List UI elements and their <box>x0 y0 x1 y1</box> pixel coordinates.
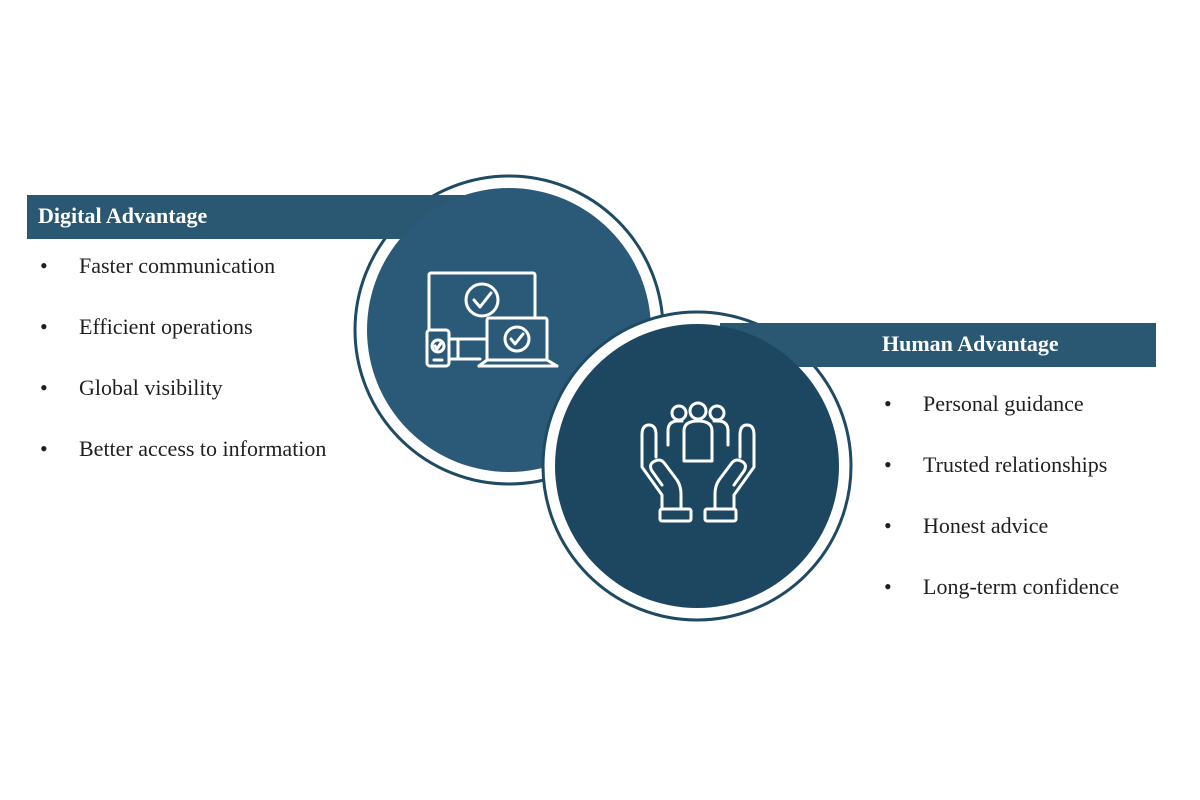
list-item: • Global visibility <box>27 373 327 403</box>
list-item: • Honest advice <box>871 511 1191 541</box>
human-item-text: Honest advice <box>923 513 1049 538</box>
list-item: • Trusted relationships <box>871 450 1191 480</box>
bullet-dot: • <box>884 574 892 599</box>
list-item: • Faster communication <box>27 251 327 281</box>
bullet-dot: • <box>884 391 892 416</box>
list-item: • Personal guidance <box>871 389 1191 419</box>
hands-people-icon <box>640 401 756 523</box>
human-item-text: Trusted relationships <box>923 452 1108 477</box>
digital-title: Digital Advantage <box>38 203 208 228</box>
bullet-dot: • <box>884 513 892 538</box>
list-item: • Long-term confidence <box>871 572 1191 602</box>
digital-item-text: Global visibility <box>79 375 223 400</box>
bullet-dot: • <box>40 375 48 400</box>
bullet-dot: • <box>40 436 48 461</box>
human-circle <box>555 324 839 608</box>
bullet-dot: • <box>884 452 892 477</box>
digital-item-text: Efficient operations <box>79 314 253 339</box>
human-bullet-list: • Personal guidance • Trusted relationship… <box>871 389 1191 633</box>
bullet-dot: • <box>40 253 48 278</box>
human-title: Human Advantage <box>882 331 1059 356</box>
list-item: • Better access to information <box>27 434 327 464</box>
devices-check-icon <box>425 271 559 368</box>
digital-bullet-list: • Faster communication • Efficient operati… <box>27 251 327 495</box>
digital-item-text: Better access to information <box>79 436 327 461</box>
human-item-text: Long-term confidence <box>923 574 1120 599</box>
human-banner <box>720 323 1156 367</box>
human-item-text: Personal guidance <box>923 391 1084 416</box>
digital-item-text: Faster communication <box>79 253 276 278</box>
list-item: • Efficient operations <box>27 312 327 342</box>
bullet-dot: • <box>40 314 48 339</box>
